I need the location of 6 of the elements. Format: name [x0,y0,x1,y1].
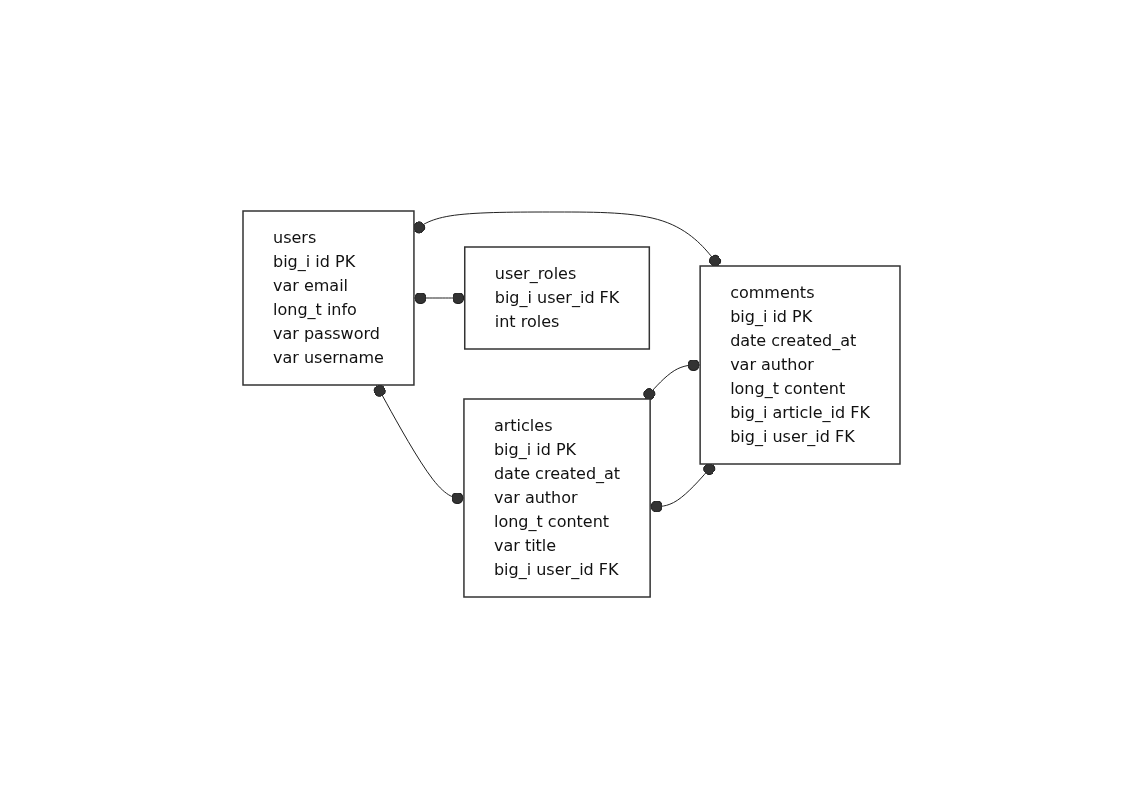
connector [643,358,701,401]
node-box [699,265,901,465]
connector [413,211,722,267]
node-box [242,210,415,386]
node-box [464,246,651,350]
node-box [463,398,651,598]
